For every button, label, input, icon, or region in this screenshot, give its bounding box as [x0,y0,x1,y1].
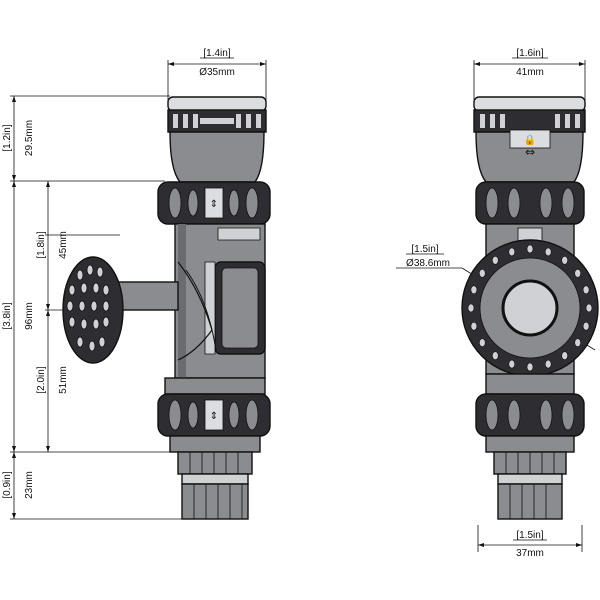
left-bottom-height-inch: [0.9in] [2,471,13,498]
right-view-part: 🔒 ⇔ [461,96,599,520]
ring-hole [574,268,582,278]
ring-hole [467,303,475,313]
left-total-height-inch: [3.8in] [2,302,13,329]
ring-hole [561,351,569,361]
top-left-width-mm: Ø35mm [199,67,235,78]
left-view-part: ⇕ [62,96,271,520]
ring-hole [582,321,590,331]
ring-hole [508,247,516,257]
ring-hole [470,285,478,295]
left-lower-height-inch: [2.0in] [36,366,47,393]
svg-text:🔒: 🔒 [524,134,536,146]
left-bottom-height-mm: 23mm [24,471,35,499]
right-ring-diameter-mm: Ø38.6mm [406,258,450,269]
svg-text:⇔: ⇔ [525,145,535,159]
ring-hole [585,303,593,313]
left-total-height-mm: 96mm [24,302,35,330]
top-right-width-inch: [1.6in] [516,48,543,59]
ring-hole [526,362,534,372]
right-ring-diameter-inch: [1.5in] [411,244,438,255]
ring-hole [470,321,478,331]
ring-hole [574,338,582,348]
ring-hole [561,255,569,265]
ring-hole [478,268,486,278]
ring-hole [491,351,499,361]
left-lower-height-mm: 51mm [58,366,69,394]
left-cap-height-mm: 29.5mm [24,120,35,156]
left-upper-height-mm: 45mm [58,231,69,259]
ring-hole [508,359,516,369]
ring-hole [582,285,590,295]
svg-text:⇕: ⇕ [210,199,218,210]
ring-hole [544,359,552,369]
svg-text:⇕: ⇕ [210,411,218,422]
left-upper-height-inch: [1.8in] [36,231,47,258]
ring-hole [478,338,486,348]
ring-hole [544,247,552,257]
ring-hole [526,244,534,254]
bottom-right-width-mm: 37mm [516,548,544,559]
top-left-width-inch: [1.4in] [203,48,230,59]
bottom-right-width-inch: [1.5in] [516,530,543,541]
ring-hole [491,255,499,265]
left-cap-height-inch: [1.2in] [2,124,13,151]
top-right-width-mm: 41mm [516,67,544,78]
left-view-dimensions: [1.4in] Ø35mm [1.2in] 29.5mm [3.8in] 96m… [2,48,267,520]
